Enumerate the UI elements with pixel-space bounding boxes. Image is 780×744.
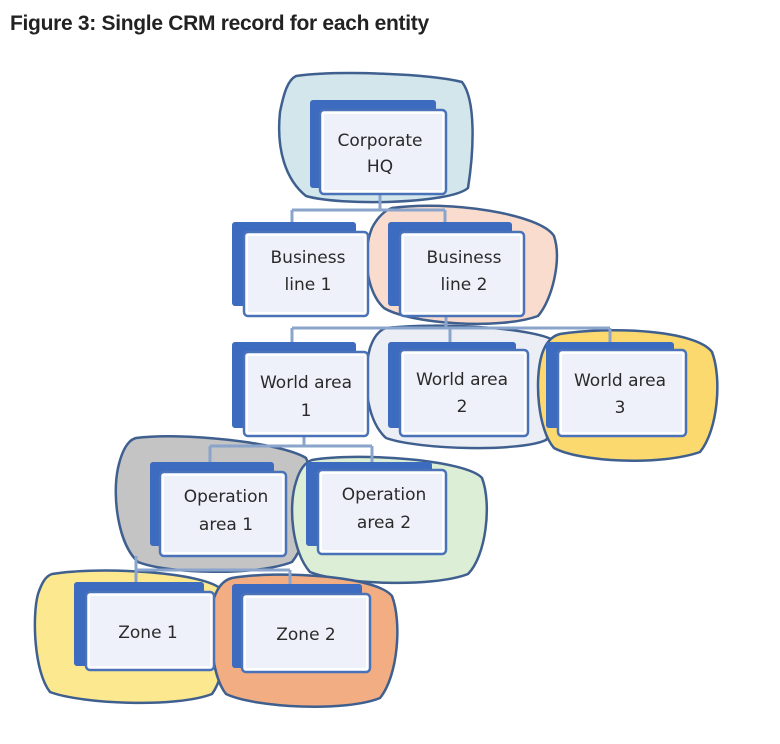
node-zone-1[interactable]: Zone 1 — [74, 582, 216, 672]
figure-title: Figure 3: Single CRM record for each ent… — [10, 12, 429, 35]
node-label-line1: Operation — [184, 487, 269, 507]
node-operation-area-2[interactable]: Operation area 2 — [306, 462, 448, 556]
node-world-area-3[interactable]: World area 3 — [546, 342, 688, 438]
node-label-line2: 3 — [615, 398, 626, 418]
node-label-line1: World area — [260, 373, 352, 393]
node-world-area-2[interactable]: World area 2 — [388, 342, 530, 438]
node-label-line2: line 2 — [441, 275, 488, 295]
node-business-line-1[interactable]: Business line 1 — [232, 222, 370, 318]
node-label-line2: line 1 — [285, 275, 332, 295]
node-label-line1: Operation — [342, 485, 427, 505]
node-corporate-hq[interactable]: Corporate HQ — [310, 100, 448, 196]
node-label-line1: Business — [427, 248, 502, 268]
node-zone-2[interactable]: Zone 2 — [232, 584, 372, 674]
node-label-line2: area 2 — [357, 513, 411, 533]
node-label-line2: 2 — [457, 397, 468, 417]
node-label-line1: Business — [271, 248, 346, 268]
node-label-line1: Zone 1 — [118, 623, 178, 643]
connector-level-2 — [290, 316, 612, 344]
node-operation-area-1[interactable]: Operation area 1 — [150, 462, 288, 558]
node-label-line2: 1 — [301, 401, 312, 421]
node-label-line1: World area — [574, 371, 666, 391]
node-business-line-2[interactable]: Business line 2 — [388, 222, 526, 318]
node-label-line1: World area — [416, 370, 508, 390]
connector-level-4 — [134, 556, 292, 584]
node-label-line1: Zone 2 — [276, 625, 336, 645]
node-label-line2: HQ — [367, 157, 393, 177]
node-label-line1: Corporate — [338, 131, 423, 151]
node-world-area-1[interactable]: World area 1 — [232, 342, 370, 438]
node-label-line2: area 1 — [199, 515, 253, 535]
